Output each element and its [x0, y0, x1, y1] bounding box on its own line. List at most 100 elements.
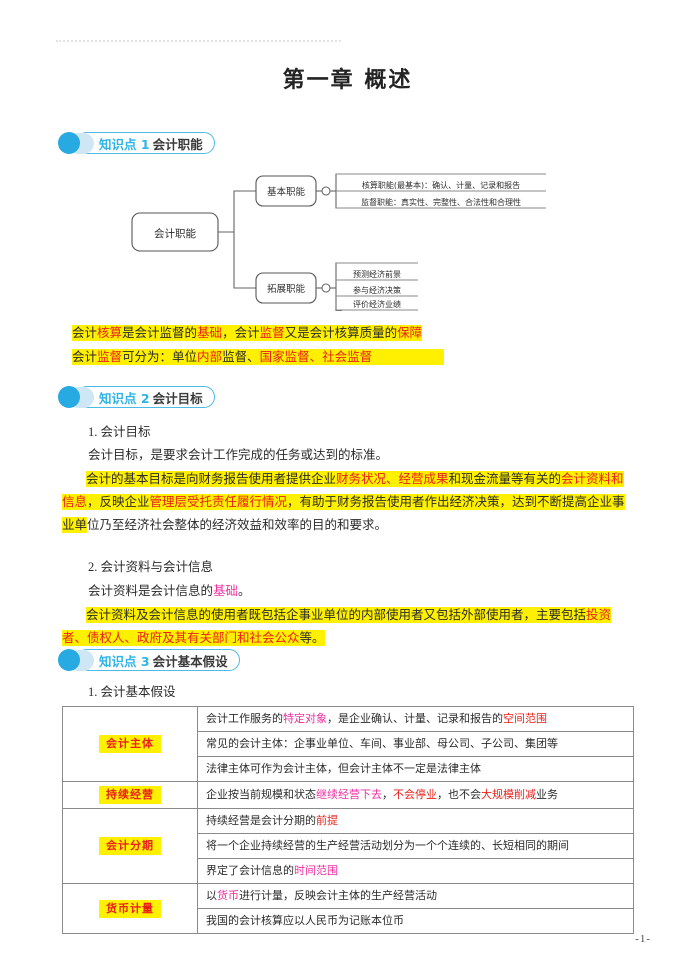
- note-text: 会计资料及会计信息的使用者既包括企事业单位的内部使用者又包括外部使用者，主要包括: [86, 608, 587, 622]
- note-text: 会计: [72, 326, 98, 340]
- assumption-key-cell: 货币计量: [62, 883, 198, 934]
- section-heading-knowledge-point-2: 知识点 2 会计目标: [58, 384, 215, 410]
- bullet-circle-icon: [58, 649, 80, 671]
- note-text: ，有助于财务报告使用者作出经济决策，达到不断提高企业事业单: [62, 495, 625, 532]
- cell-emphasis: 继续经营下去: [316, 788, 382, 801]
- knowledge-point-label: 会计职能: [152, 136, 203, 152]
- section2-highlight-paragraph: 会计的基本目标是向财务报告使用者提供企业财务状况、经营成果和现金流量等有关的会计…: [62, 468, 634, 537]
- note-text: 。: [238, 584, 251, 598]
- assumption-detail-cell: 法律主体可作为会计主体，但会计主体不一定是法律主体: [197, 756, 634, 782]
- knowledge-point-label: 会计目标: [152, 390, 203, 406]
- note-text: 监督、: [222, 350, 260, 364]
- mindmap-leaf-basic-2: 监督职能：真实性、完整性、合法性和合理性: [361, 197, 521, 207]
- assumption-detail-cell: 持续经营是会计分期的前提: [197, 808, 634, 834]
- section2-subtitle-2: 2. 会计资料与会计信息: [88, 560, 214, 574]
- cell-emphasis: 前提: [316, 814, 338, 827]
- mindmap-root-label: 会计职能: [154, 227, 196, 240]
- mindmap-branch1-label: 基本职能: [267, 186, 306, 198]
- assumption-detail-cell: 我国的会计核算应以人民币为记账本位币: [197, 908, 634, 934]
- knowledge-point-pill: 知识点 3 会计基本假设: [76, 649, 240, 671]
- page-title: 第一章 概述: [282, 68, 413, 93]
- accounting-assumptions-table: 会计主体 会计工作服务的特定对象，是企业确认、计量、记录和报告的空间范围 常见的…: [62, 706, 634, 934]
- cell-emphasis: 空间范围: [503, 712, 547, 725]
- note-emphasis: 投资者、债权人、政府及其有关部门和社会公众: [62, 608, 612, 645]
- note-emphasis: 核算: [97, 326, 123, 340]
- section2-subtitle-1: 1. 会计目标: [88, 425, 151, 439]
- cell-emphasis: 不会停业: [393, 788, 437, 801]
- section1-note-line-1: 会计核算是会计监督的基础，会计监督又是会计核算质量的保障: [72, 322, 423, 344]
- mindmap-leaf-ext-3: 评价经济业绩: [353, 299, 401, 309]
- table-row: 我国的会计核算应以人民币为记账本位币: [63, 908, 634, 934]
- section2-highlight-paragraph-2: 会计资料及会计信息的使用者既包括企事业单位的内部使用者又包括外部使用者，主要包括…: [62, 604, 634, 650]
- table-row: 法律主体可作为会计主体，但会计主体不一定是法律主体: [63, 756, 634, 782]
- assumption-detail-cell: 界定了会计信息的时间范围: [197, 858, 634, 884]
- cell-text: 将一个企业持续经营的生产经营活动划分为一个个连续的、长短相同的期间: [206, 839, 569, 852]
- knowledge-point-number: 知识点 2: [99, 390, 150, 406]
- note-text: 和现金流量等有关的: [448, 472, 562, 486]
- table-row: 持续经营 企业按当前规模和状态继续经营下去，不会停业，也不会大规模削减业务: [62, 781, 634, 809]
- cell-text: 持续经营是会计分期的: [206, 814, 316, 827]
- section2-body-2: 会计资料是会计信息的基础。: [88, 580, 251, 602]
- knowledge-point-pill: 知识点 2 会计目标: [76, 386, 215, 408]
- assumption-detail-cell: 常见的会计主体：企事业单位、车间、事业部、母公司、子公司、集团等: [197, 731, 634, 757]
- cell-text: 界定了会计信息的: [206, 864, 294, 877]
- section2-body-1: 会计目标，是要求会计工作完成的任务或达到的标准。: [88, 448, 389, 462]
- note-emphasis: 内部: [197, 350, 223, 364]
- note-text: 是会计监督的: [122, 326, 198, 340]
- assumption-key-cell: 会计分期: [62, 808, 198, 884]
- assumption-key-cell: 持续经营: [62, 781, 198, 809]
- knowledge-point-label: 会计基本假设: [152, 653, 228, 669]
- note-text: 会计: [72, 350, 98, 364]
- note-emphasis: 监督: [97, 350, 123, 364]
- accounting-functions-mindmap: 会计职能 基本职能 拓展职能 核算职能(最基本)：确认、计量、记录和报告 监督职…: [130, 163, 560, 311]
- section-heading-knowledge-point-3: 知识点 3 会计基本假设: [58, 647, 240, 673]
- bullet-circle-icon: [58, 386, 80, 408]
- knowledge-point-number: 知识点 3: [99, 653, 150, 669]
- assumption-detail-cell: 将一个企业持续经营的生产经营活动划分为一个个连续的、长短相同的期间: [197, 833, 634, 859]
- section3-subtitle: 1. 会计基本假设: [88, 685, 176, 699]
- cell-emphasis: 货币: [217, 889, 239, 902]
- cell-text: 进行计量，反映会计主体的生产经营活动: [239, 889, 437, 902]
- bullet-circle-icon: [58, 132, 80, 154]
- note-emphasis: 国家监督、社会监督: [259, 350, 373, 364]
- section2-paragraph-tail: 位乃至经济社会整体的经济效益和效率的目的和要求。: [87, 518, 388, 532]
- cell-emphasis: 大规模削减: [481, 788, 536, 801]
- mindmap-leaf-basic-1: 核算职能(最基本)：确认、计量、记录和报告: [362, 180, 520, 190]
- note-text: 会计的基本目标是向财务报告使用者提供企业: [86, 472, 337, 486]
- top-dotted-decoration: [56, 40, 341, 44]
- mindmap-leaf-ext-2: 参与经济决策: [353, 285, 401, 295]
- assumption-detail-cell: 会计工作服务的特定对象，是企业确认、计量、记录和报告的空间范围: [197, 706, 634, 732]
- cell-text: 常见的会计主体：企事业单位、车间、事业部、母公司、子公司、集团等: [206, 737, 558, 750]
- page-number: -1-: [635, 933, 651, 945]
- note-text: 等。: [299, 631, 325, 645]
- assumption-key-tag: 会计主体: [99, 735, 161, 753]
- note-emphasis: 监督: [259, 326, 285, 340]
- table-row: 会计主体 会计工作服务的特定对象，是企业确认、计量、记录和报告的空间范围: [62, 706, 634, 782]
- cell-text: 我国的会计核算应以人民币为记账本位币: [206, 914, 404, 927]
- section-heading-knowledge-point-1: 知识点 1 会计职能: [58, 130, 215, 156]
- cell-emphasis: 特定对象: [283, 712, 327, 725]
- note-emphasis: 基础: [197, 326, 223, 340]
- note-emphasis: 保障: [397, 326, 423, 340]
- assumption-key-cell: 会计主体: [62, 706, 198, 782]
- note-emphasis: 会计资料和信息: [62, 472, 624, 509]
- assumption-key-tag: 货币计量: [99, 899, 161, 918]
- note-text: 会计资料是会计信息的: [88, 584, 214, 598]
- note-text: 可分为：单位: [122, 350, 198, 364]
- cell-text: 以: [206, 889, 217, 902]
- table-row: 货币计量 以货币进行计量，反映会计主体的生产经营活动: [62, 883, 634, 934]
- note-text: 又是会计核算质量的: [284, 326, 398, 340]
- cell-text: 企业按当前规模和状态: [206, 788, 316, 801]
- cell-text: ，: [382, 788, 393, 801]
- cell-text: 业务: [536, 788, 558, 801]
- mindmap-branch2-label: 拓展职能: [267, 283, 306, 295]
- cell-text: ，是企业确认、计量、记录和报告的: [327, 712, 503, 725]
- table-row: 常见的会计主体：企事业单位、车间、事业部、母公司、子公司、集团等: [63, 731, 634, 757]
- knowledge-point-pill: 知识点 1 会计职能: [76, 132, 215, 154]
- table-row: 会计分期 持续经营是会计分期的前提: [62, 808, 634, 884]
- note-text: ，会计: [222, 326, 260, 340]
- knowledge-point-number: 知识点 1: [99, 136, 150, 152]
- assumption-detail-cell: 企业按当前规模和状态继续经营下去，不会停业，也不会大规模削减业务: [197, 781, 634, 809]
- note-emphasis: 基础: [213, 584, 239, 598]
